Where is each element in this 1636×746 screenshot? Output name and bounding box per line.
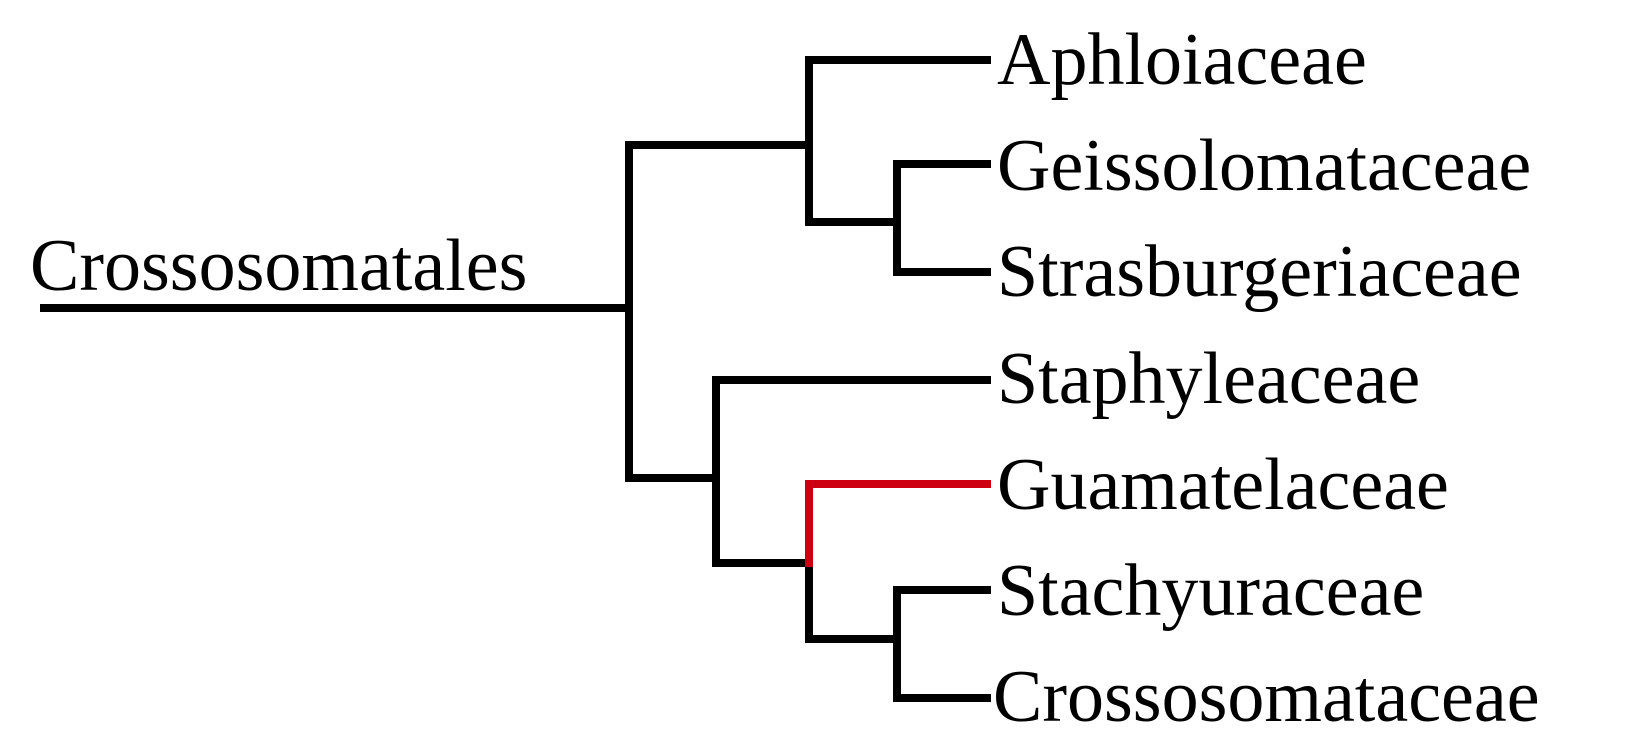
taxon-label-stachyuraceae: Stachyuraceae — [997, 550, 1424, 632]
root-label: Crossosomatales — [30, 225, 527, 307]
taxon-label-staphyleaceae: Staphyleaceae — [997, 338, 1420, 420]
taxon-label-aphloiaceae: Aphloiaceae — [997, 19, 1367, 101]
taxon-label-guamatelaceae: Guamatelaceae — [997, 444, 1449, 526]
taxon-label-strasburgeriaceae: Strasburgeriaceae — [997, 231, 1522, 313]
taxon-label-geissolomataceae: Geissolomataceae — [997, 125, 1531, 207]
taxon-label-crossosomataceae: Crossosomataceae — [993, 656, 1540, 738]
